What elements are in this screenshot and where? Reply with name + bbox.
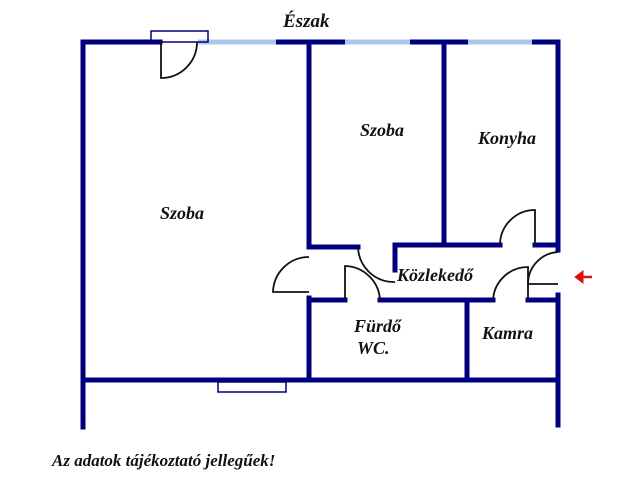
room-label-furdo: Fürdő [354, 316, 402, 336]
disclaimer-text: Az adatok tájékoztató jellegűek! [52, 451, 276, 470]
room-label-kamra: Kamra [482, 323, 534, 343]
door-top [160, 41, 198, 79]
door-entrance [527, 251, 559, 285]
door-kamra [492, 266, 529, 301]
room-label-szoba-large: Szoba [160, 203, 205, 223]
entrance-arrow-icon [574, 270, 592, 284]
door-bath [344, 265, 381, 301]
room-label-konyha: Konyha [478, 128, 537, 148]
room-label-wc: WC. [357, 338, 390, 358]
sill-bottom [217, 381, 287, 393]
entry-step-top [150, 30, 209, 43]
room-label-kozlekedo: Közlekedő [397, 265, 473, 285]
door-szoba-left [272, 256, 310, 293]
room-label-szoba-small: Szoba [360, 120, 405, 140]
door-kitchen [499, 209, 536, 246]
compass-north-label: Észak [283, 11, 330, 32]
door-hall-1 [357, 246, 395, 283]
